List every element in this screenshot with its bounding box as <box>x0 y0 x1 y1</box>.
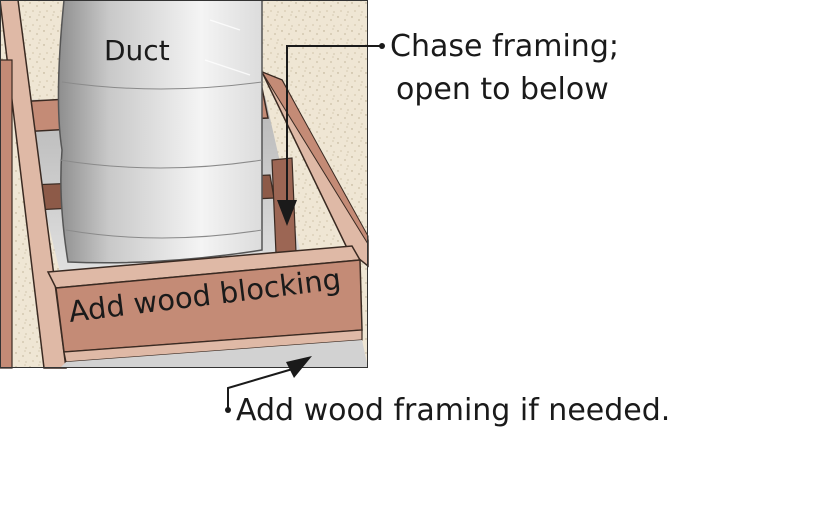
leader-dot <box>225 407 231 413</box>
illustration-panel: Duct Add wood blocking <box>0 0 369 369</box>
duct-label: Duct <box>104 34 170 67</box>
chase-framing-callout: Chase framing; open to below <box>277 29 619 226</box>
wood-framing-label: Add wood framing if needed. <box>236 393 670 428</box>
chase-framing-label-line2: open to below <box>396 72 609 107</box>
chase-framing-label-line1: Chase framing; <box>390 29 619 64</box>
illustration-border <box>0 0 368 368</box>
leader-line <box>227 367 297 410</box>
arrowhead <box>286 356 312 378</box>
duct <box>57 0 263 264</box>
arrowhead <box>277 200 297 226</box>
leader-dot <box>379 43 385 49</box>
left-post <box>0 59 13 369</box>
wood-framing-callout: Add wood framing if needed. <box>225 356 670 428</box>
leader-line <box>286 45 382 212</box>
